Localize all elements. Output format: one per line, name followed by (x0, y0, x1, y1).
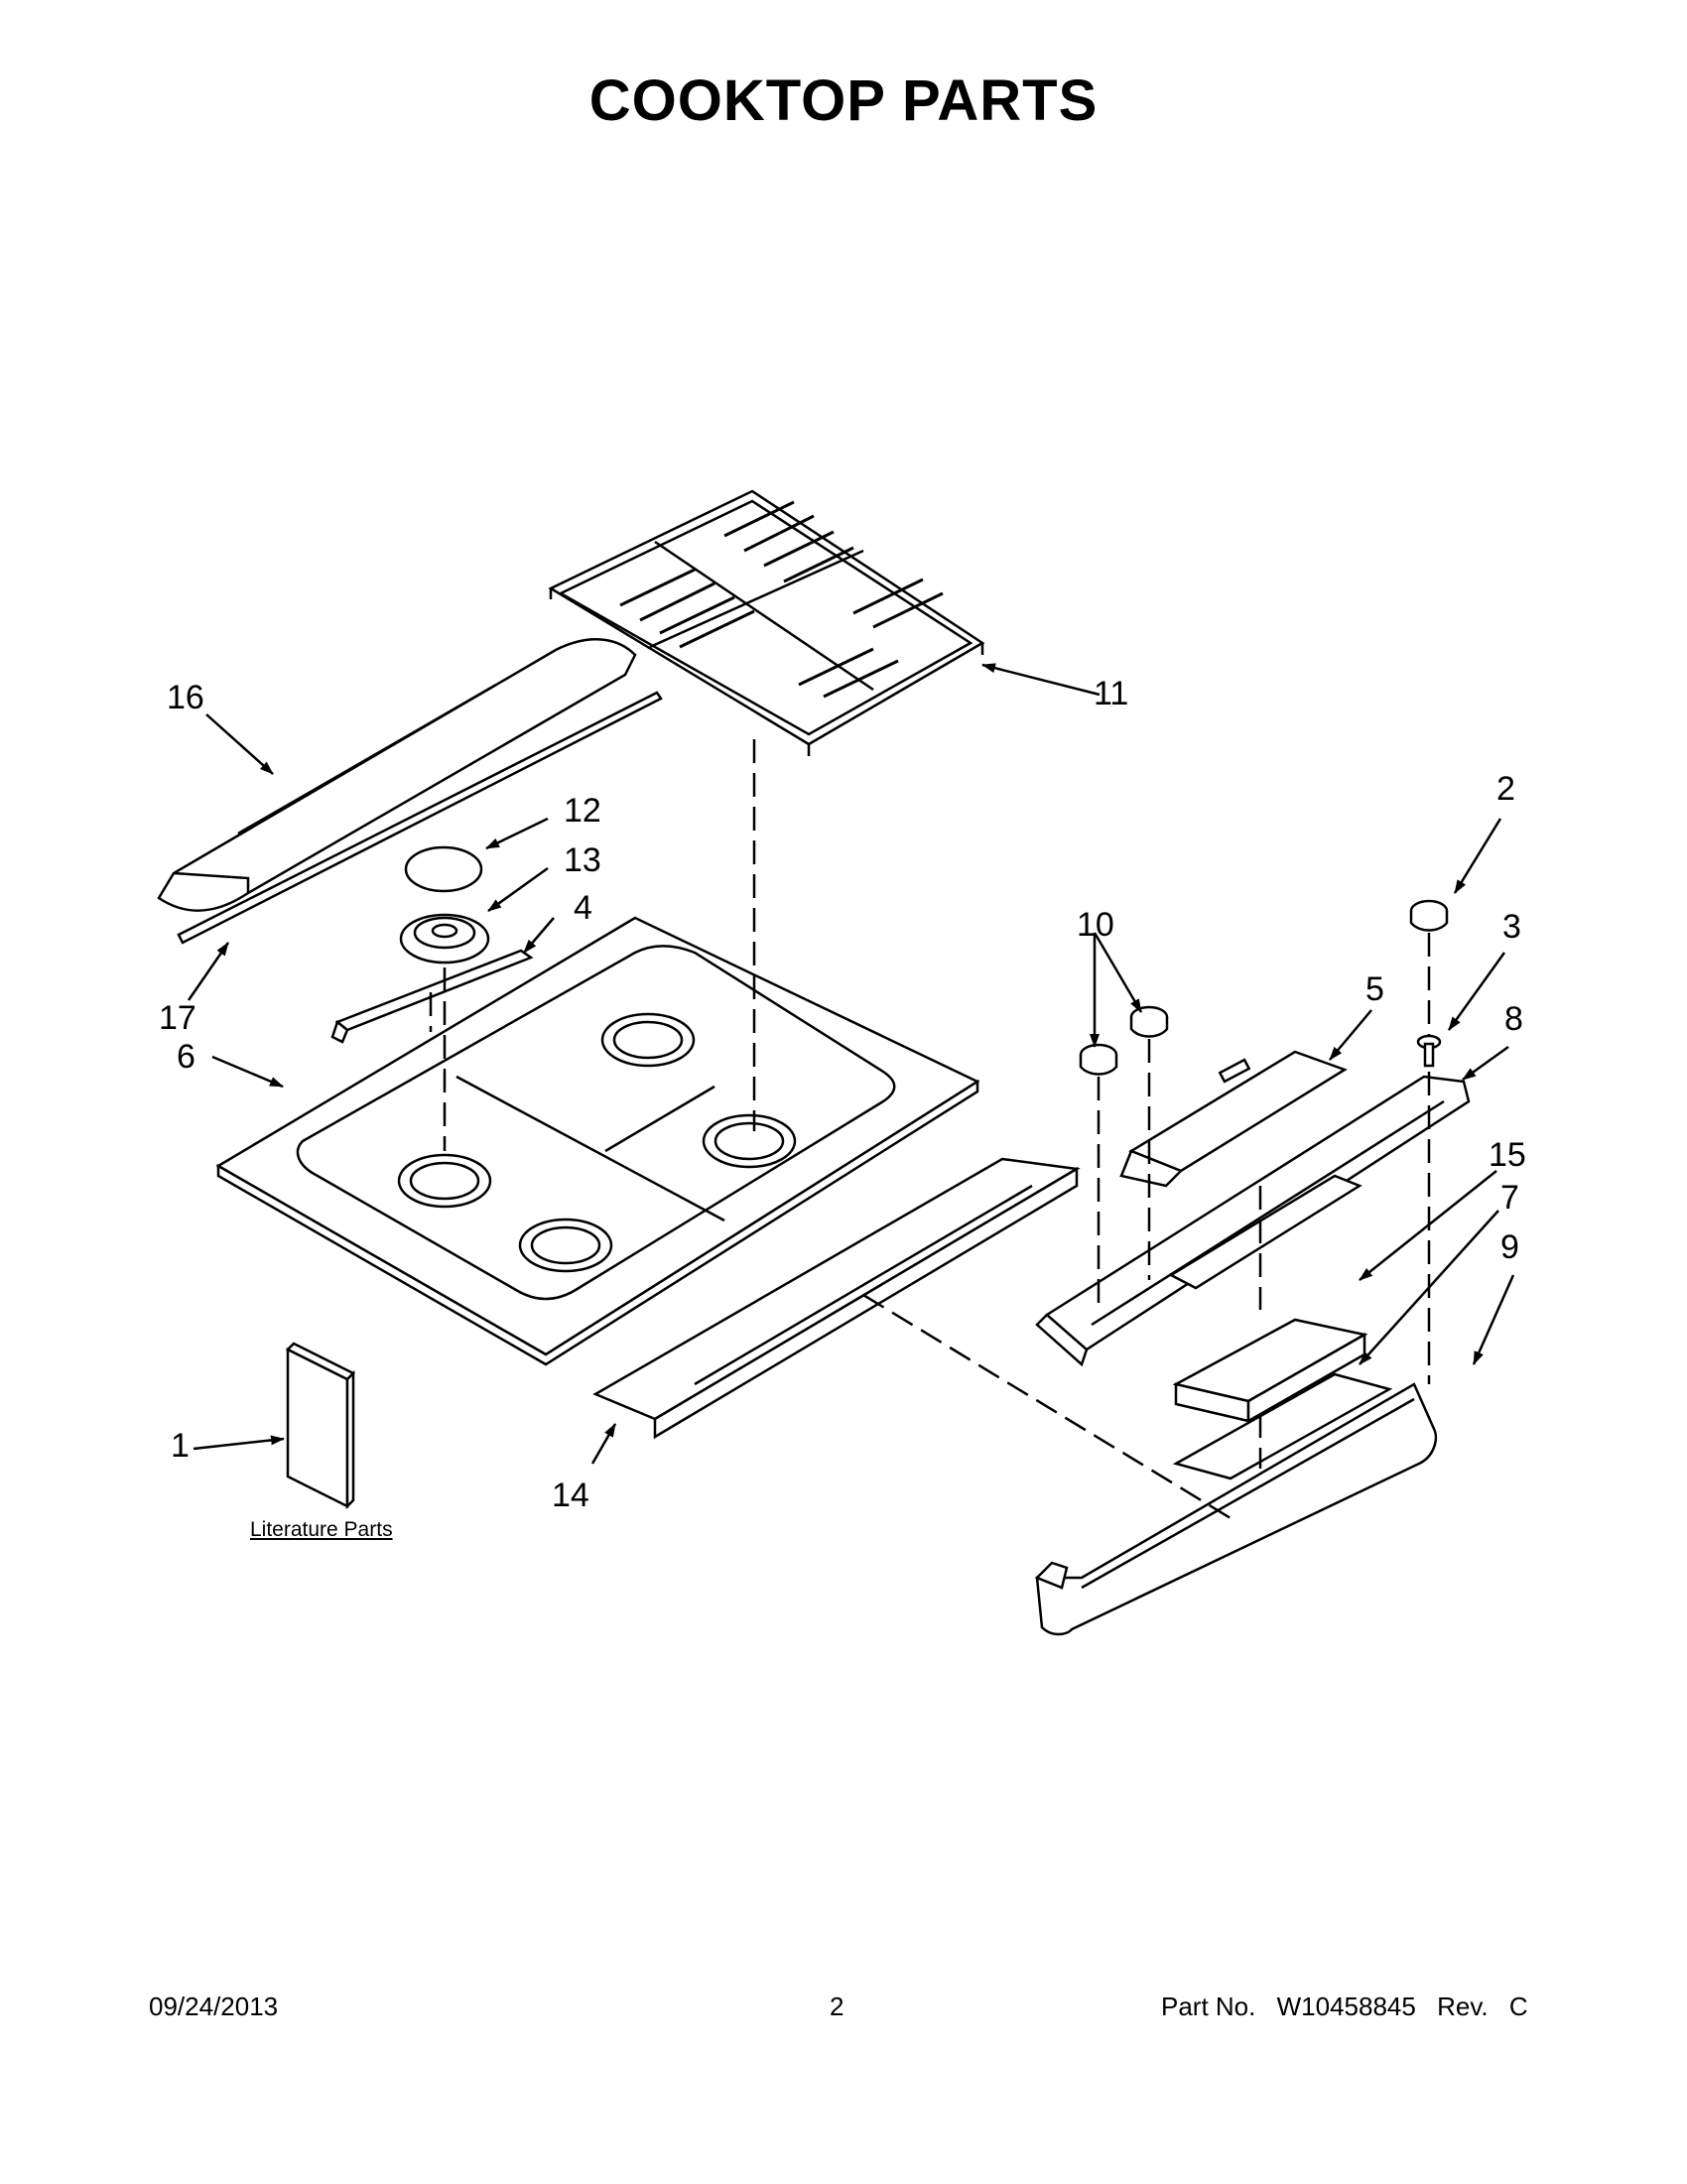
alignment-lines (429, 739, 1431, 1520)
bracket-part (330, 949, 534, 1044)
callout-12: 12 (564, 792, 601, 830)
callout-6: 6 (177, 1038, 195, 1076)
callout-14: 14 (552, 1477, 589, 1514)
vent-trim-part (157, 638, 637, 912)
cooktop-main-part (215, 916, 980, 1366)
electronic-control-part (1172, 1318, 1368, 1424)
callout-16: 16 (167, 679, 204, 716)
callout-5: 5 (1365, 970, 1384, 1008)
spacer-part (1168, 1174, 1363, 1290)
callout-10: 10 (1077, 906, 1114, 944)
footer-date: 09/24/2013 (149, 1991, 279, 2021)
literature-part (285, 1342, 356, 1510)
callout-4: 4 (574, 889, 592, 927)
literature-parts-label: Literature Parts (250, 1518, 393, 1541)
screw-part-3 (1416, 1034, 1442, 1068)
page-title: COOKTOP PARTS (588, 68, 1099, 133)
footer-page-number: 2 (830, 1991, 844, 2021)
burner-cap-part (404, 845, 483, 893)
callout-2: 2 (1496, 770, 1515, 808)
part-number: W10458845 (1276, 1991, 1416, 2021)
rear-channel-part (592, 1157, 1081, 1440)
callout-1: 1 (171, 1427, 190, 1465)
knob-part-2 (1409, 899, 1449, 932)
insulator-part (1172, 1372, 1393, 1480)
callout-8: 8 (1504, 1000, 1523, 1038)
callout-3: 3 (1502, 908, 1521, 946)
grate-part (548, 489, 985, 756)
control-housing-part (1034, 1382, 1438, 1636)
part-label: Part No. (1161, 1991, 1256, 2021)
callout-leaders (187, 663, 1515, 1465)
callout-11: 11 (1094, 675, 1129, 712)
callout-7: 7 (1500, 1179, 1519, 1217)
rev-value: C (1508, 1991, 1528, 2021)
callout-9: 9 (1500, 1228, 1519, 1266)
footer-part-info: Part No. W10458845 Rev. C (1161, 1991, 1542, 2022)
knob-part-10 (1079, 1005, 1169, 1076)
callout-17: 17 (159, 999, 196, 1037)
callout-15: 15 (1489, 1136, 1526, 1174)
gasket-strip-part (177, 691, 663, 945)
control-panel-part (1035, 1075, 1471, 1367)
rev-label: Rev. (1437, 1991, 1489, 2021)
control-overlay-part (1119, 1050, 1348, 1188)
burner-base-part (399, 913, 490, 964)
callout-13: 13 (564, 841, 601, 879)
